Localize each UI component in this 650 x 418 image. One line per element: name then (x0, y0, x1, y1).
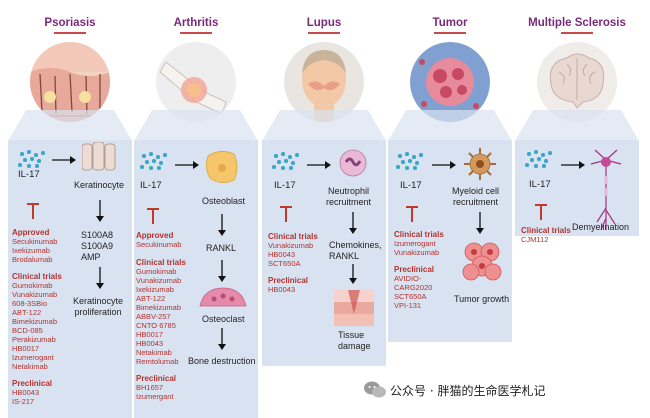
column-title: Arthritis (134, 17, 258, 34)
pathway-panel (8, 140, 132, 418)
arrow-icon (432, 161, 456, 169)
arrow-icon (96, 200, 104, 222)
drug-list: Approved Secukinumab Clinical trials Gum… (136, 231, 186, 401)
arrow-icon (307, 161, 331, 169)
column-title: Multiple Sclerosis (511, 17, 643, 34)
il17-label: IL-17 (529, 179, 551, 190)
inhibition-icon (27, 203, 39, 219)
arrow-icon (52, 156, 76, 164)
pathway-panel (388, 140, 512, 342)
arrow-icon (561, 161, 585, 169)
outcome-label: Tissue damage (338, 330, 371, 351)
drug-list: Clinical trials CJM112 (521, 226, 571, 244)
outcome-label: Demyelination (572, 222, 630, 232)
column-arthritis: Arthritis IL-17 Osteoblast RANKL Osteocl… (134, 0, 258, 418)
column-title: Psoriasis (8, 17, 132, 34)
cell-label: Myeloid cell recruitment (452, 186, 500, 207)
cell-label: Osteoblast (202, 196, 246, 206)
arrow-icon (218, 260, 226, 282)
il17-label: IL-17 (18, 169, 40, 180)
neuron-icon (589, 148, 623, 237)
watermark-text: 公众号 · 胖猫的生命医学札记 (390, 384, 546, 398)
inhibition-icon (147, 208, 159, 224)
cell-label: Keratinocyte (74, 180, 125, 190)
panel-connector (134, 110, 258, 141)
panel-connector (8, 110, 132, 141)
column-psoriasis: Psoriasis IL-17 Keratinocyte S100A8 S100… (8, 0, 132, 418)
arrow-icon (175, 161, 199, 169)
outcome-label: Bone destruction (188, 356, 256, 366)
column-title: Lupus (262, 17, 386, 34)
column-title: Tumor (388, 17, 512, 34)
mediator-1: S100A8 (81, 230, 114, 240)
cell2-label: Osteoclast (202, 314, 245, 324)
il17-dots-icon (18, 150, 48, 168)
pathway-panel (262, 140, 386, 366)
pathway-panel (515, 140, 639, 236)
arrow-icon (476, 212, 484, 234)
il17-dots-icon (140, 152, 170, 170)
mediator-2: S100A9 (81, 241, 114, 251)
il17-dots-icon (272, 152, 302, 170)
arrow-icon (349, 264, 357, 284)
il17-label: IL-17 (140, 180, 162, 191)
arrow-icon (218, 214, 226, 236)
wechat-icon (364, 381, 386, 398)
myeloid-cell-icon (464, 148, 496, 185)
panel-connector (515, 110, 639, 141)
pathway-panel (134, 140, 258, 418)
mediator-3: AMP (81, 252, 101, 262)
column-tumor: Tumor IL-17 Myeloid cell recruitment Tum… (388, 0, 512, 418)
mediator-label: RANKL (206, 243, 237, 253)
il17-label: IL-17 (274, 180, 296, 191)
column-multiple-sclerosis: Multiple Sclerosis IL-17 Demyelination C… (515, 0, 639, 418)
column-lupus: Lupus IL-17 Neutrophil recruitment Chemo… (262, 0, 386, 418)
il17-dots-icon (525, 150, 555, 168)
inhibition-icon (406, 206, 418, 222)
panel-connector (262, 110, 386, 141)
arrow-icon (218, 328, 226, 350)
il17-dots-icon (396, 152, 426, 170)
inhibition-icon (280, 206, 292, 222)
cell-label: Neutrophil recruitment (326, 186, 372, 207)
keratinocyte-icon (81, 141, 116, 172)
osteoblast-icon (204, 148, 240, 191)
mediator-label: Chemokines, RANKL (329, 240, 382, 261)
brain-illustration (537, 42, 617, 122)
tissue-icon (334, 290, 374, 331)
panel-connector (388, 110, 512, 141)
arrow-icon (96, 267, 104, 289)
il17-label: IL-17 (400, 180, 422, 191)
arrow-icon (349, 212, 357, 234)
inhibition-icon (535, 204, 547, 220)
outcome-label: Tumor growth (454, 294, 510, 304)
tumor-illustration (410, 42, 490, 122)
osteoclast-icon (198, 286, 248, 317)
joint-illustration (156, 42, 236, 122)
neutrophil-icon (338, 148, 368, 183)
tumor-cells-icon (462, 240, 502, 289)
outcome-label: Keratinocyte proliferation (73, 296, 124, 317)
